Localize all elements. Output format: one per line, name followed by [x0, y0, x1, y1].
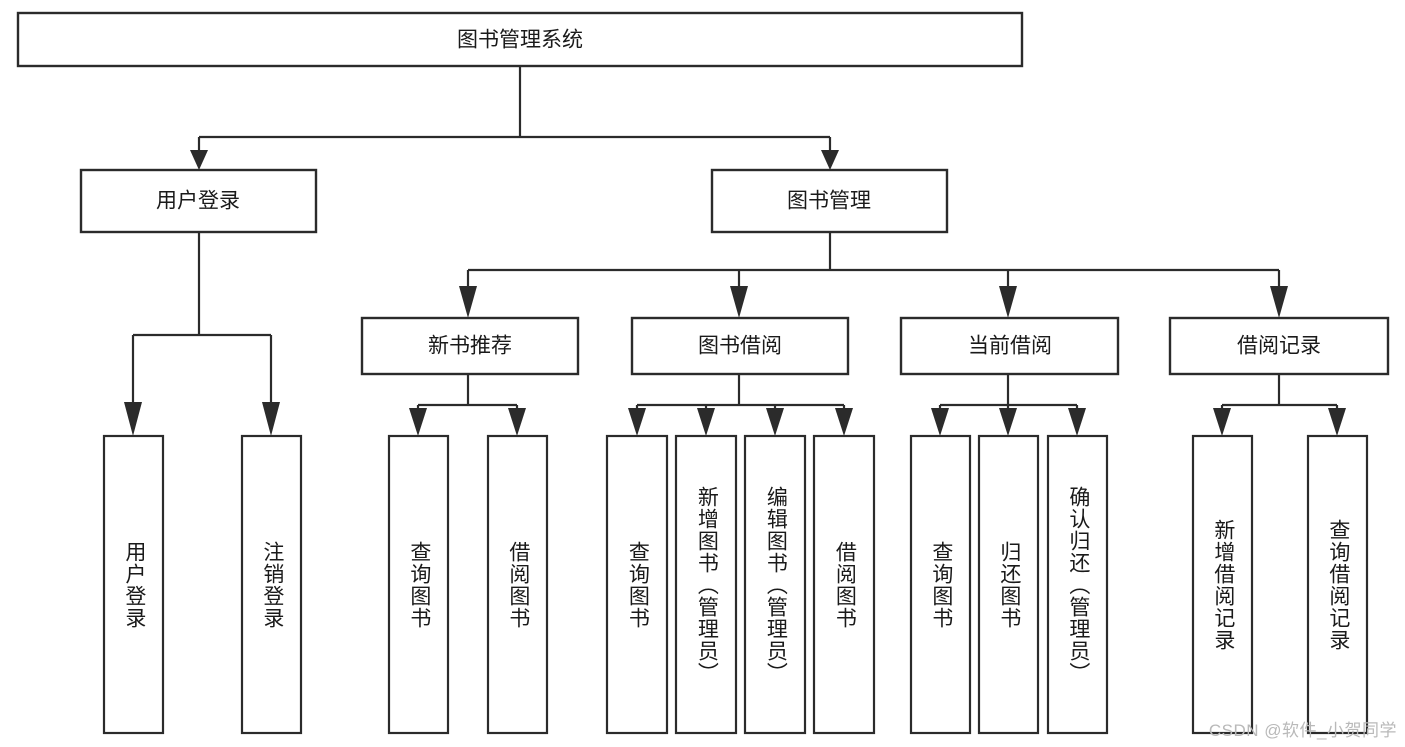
node-user-login[interactable]: 用户登录 — [79, 168, 318, 234]
leaf-cb-query-book-box[interactable] — [909, 434, 972, 735]
leaf-cb-return-book-box[interactable] — [977, 434, 1040, 735]
leaf-nb-borrow-book-fo: 借阅图书 — [506, 540, 530, 629]
leaf-br-add-record-box[interactable] — [1191, 434, 1254, 735]
leaf-br-add-record[interactable]: 新增借阅记录 — [1191, 434, 1254, 735]
leaf-cb-query-book-label: 查询图书 — [929, 540, 953, 629]
node-book-management-box[interactable] — [710, 168, 949, 234]
leaf-bb-edit-book-label: 编辑图书（管理员） — [764, 485, 788, 684]
arrowhead-bb-leaf-3 — [766, 408, 784, 436]
leaf-bb-query-book[interactable]: 查询图书 — [605, 434, 669, 735]
leaf-user-login-label: 用户登录 — [122, 540, 146, 629]
leaf-cb-confirm-return-fo: 确认归还（管理员） — [1066, 485, 1090, 684]
leaf-cb-confirm-return[interactable]: 确认归还（管理员） — [1046, 434, 1109, 735]
leaf-user-login[interactable]: 用户登录 — [102, 434, 165, 735]
arrowhead-cb-leaf-3 — [1068, 408, 1086, 436]
node-borrow-record[interactable]: 借阅记录 — [1168, 316, 1390, 376]
arrowhead-current-borrow — [999, 286, 1017, 318]
leaf-bb-borrow-book-fo: 借阅图书 — [833, 540, 857, 629]
leaf-cb-return-book-label: 归还图书 — [997, 540, 1021, 629]
leaf-logout-label: 注销登录 — [260, 540, 284, 629]
node-book-management-label: 图书管理 — [787, 190, 871, 213]
leaf-user-login-box[interactable] — [102, 434, 165, 735]
leaf-br-query-record[interactable]: 查询借阅记录 — [1306, 434, 1369, 735]
node-current-borrow-label: 当前借阅 — [968, 335, 1052, 358]
arrowhead-cb-leaf-1 — [931, 408, 949, 436]
leaf-cb-confirm-return-label: 确认归还（管理员） — [1066, 485, 1090, 684]
node-current-borrow-box[interactable] — [899, 316, 1120, 376]
arrowhead-bb-leaf-1 — [628, 408, 646, 436]
arrowhead-bb-leaf-4 — [835, 408, 853, 436]
arrowhead-new-book — [459, 286, 477, 318]
leaf-logout[interactable]: 注销登录 — [240, 434, 303, 735]
leaf-nb-borrow-book[interactable]: 借阅图书 — [486, 434, 549, 735]
leaf-nb-query-book-fo: 查询图书 — [407, 540, 431, 629]
node-root-box[interactable] — [16, 11, 1024, 68]
node-current-borrow[interactable]: 当前借阅 — [899, 316, 1120, 376]
leaf-br-query-record-fo: 查询借阅记录 — [1326, 518, 1350, 651]
arrowhead-cb-leaf-2 — [999, 408, 1017, 436]
node-new-book-recommend-box[interactable] — [360, 316, 580, 376]
leaf-bb-query-book-label: 查询图书 — [626, 540, 650, 629]
arrowhead-book-mgmt — [821, 150, 839, 170]
node-book-borrow-box[interactable] — [630, 316, 850, 376]
arrowhead-leaf-user-login — [124, 402, 142, 436]
connectors — [124, 66, 1346, 436]
node-book-borrow[interactable]: 图书借阅 — [630, 316, 850, 376]
leaf-logout-box[interactable] — [240, 434, 303, 735]
node-root-label: 图书管理系统 — [457, 29, 583, 52]
leaf-user-login-fo: 用户登录 — [122, 540, 146, 629]
leaf-bb-add-book-label: 新增图书（管理员） — [695, 485, 719, 684]
leaf-cb-query-book-fo: 查询图书 — [929, 540, 953, 629]
leaf-bb-add-book[interactable]: 新增图书（管理员） — [674, 434, 738, 735]
leaf-nb-query-book-box[interactable] — [387, 434, 450, 735]
arrowhead-borrow-record — [1270, 286, 1288, 318]
arrowhead-leaf-logout — [262, 402, 280, 436]
leaf-bb-add-book-fo: 新增图书（管理员） — [695, 485, 719, 684]
leaf-cb-return-book-fo: 归还图书 — [997, 540, 1021, 629]
leaf-bb-borrow-book-label: 借阅图书 — [833, 540, 857, 629]
node-borrow-record-label: 借阅记录 — [1237, 335, 1321, 358]
leaf-nb-query-book-label: 查询图书 — [407, 540, 431, 629]
leaf-bb-borrow-book[interactable]: 借阅图书 — [812, 434, 876, 735]
leaf-cb-query-book[interactable]: 查询图书 — [909, 434, 972, 735]
node-user-login-label: 用户登录 — [156, 190, 240, 213]
leaf-br-query-record-label: 查询借阅记录 — [1326, 518, 1350, 651]
leaf-bb-query-book-box[interactable] — [605, 434, 669, 735]
leaf-bb-add-book-box[interactable] — [674, 434, 738, 735]
arrowhead-br-leaf-1 — [1213, 408, 1231, 436]
leaf-br-add-record-label: 新增借阅记录 — [1211, 518, 1235, 651]
node-new-book-recommend[interactable]: 新书推荐 — [360, 316, 580, 376]
leaf-bb-edit-book-box[interactable] — [743, 434, 807, 735]
leaf-nb-borrow-book-label: 借阅图书 — [506, 540, 530, 629]
arrowhead-user-login — [190, 150, 208, 170]
leaf-bb-query-book-fo: 查询图书 — [626, 540, 650, 629]
leaf-br-query-record-box[interactable] — [1306, 434, 1369, 735]
leaf-bb-borrow-book-box[interactable] — [812, 434, 876, 735]
leaf-cb-confirm-return-box[interactable] — [1046, 434, 1109, 735]
node-borrow-record-box[interactable] — [1168, 316, 1390, 376]
arrowhead-book-borrow — [730, 286, 748, 318]
leaf-cb-return-book[interactable]: 归还图书 — [977, 434, 1040, 735]
leaf-nb-borrow-book-box[interactable] — [486, 434, 549, 735]
node-new-book-recommend-label: 新书推荐 — [428, 335, 512, 358]
leaf-nb-query-book[interactable]: 查询图书 — [387, 434, 450, 735]
leaf-logout-fo: 注销登录 — [260, 540, 284, 629]
node-book-borrow-label: 图书借阅 — [698, 335, 782, 358]
node-user-login-box[interactable] — [79, 168, 318, 234]
arrowhead-nb-leaf-2 — [508, 408, 526, 436]
leaf-br-add-record-fo: 新增借阅记录 — [1211, 518, 1235, 651]
arrowhead-nb-leaf-1 — [409, 408, 427, 436]
node-book-management[interactable]: 图书管理 — [710, 168, 949, 234]
leaf-bb-edit-book[interactable]: 编辑图书（管理员） — [743, 434, 807, 735]
node-root[interactable]: 图书管理系统 — [16, 11, 1024, 68]
arrowhead-bb-leaf-2 — [697, 408, 715, 436]
arrowhead-br-leaf-2 — [1328, 408, 1346, 436]
leaf-bb-edit-book-fo: 编辑图书（管理员） — [764, 485, 788, 684]
